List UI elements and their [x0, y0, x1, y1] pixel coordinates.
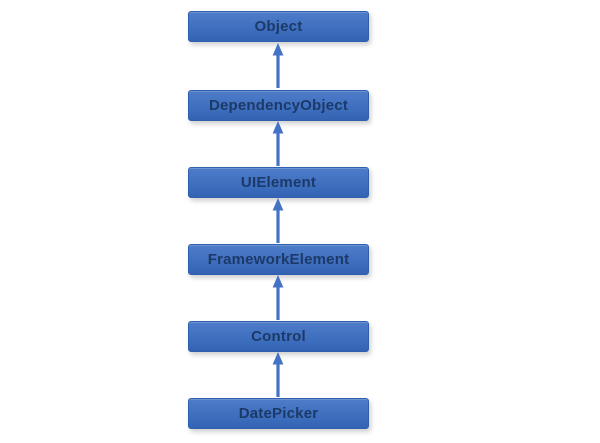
- node-label: Control: [251, 328, 306, 345]
- node-label: FrameworkElement: [207, 251, 350, 268]
- node-label: UIElement: [240, 174, 317, 191]
- node-label: DatePicker: [238, 405, 319, 422]
- up-arrow-icon: [272, 352, 284, 397]
- up-arrow-icon: [272, 43, 284, 88]
- node-dependencyobject: DependencyObject: [188, 90, 369, 121]
- node-label: DependencyObject: [208, 97, 349, 114]
- node-control: Control: [188, 321, 369, 352]
- up-arrow-icon: [272, 198, 284, 243]
- up-arrow-icon: [272, 121, 284, 166]
- node-frameworkelement: FrameworkElement: [188, 244, 369, 275]
- node-object: Object: [188, 11, 369, 42]
- node-uielement: UIElement: [188, 167, 369, 198]
- up-arrow-icon: [272, 275, 284, 320]
- node-label: Object: [254, 18, 303, 35]
- node-datepicker: DatePicker: [188, 398, 369, 429]
